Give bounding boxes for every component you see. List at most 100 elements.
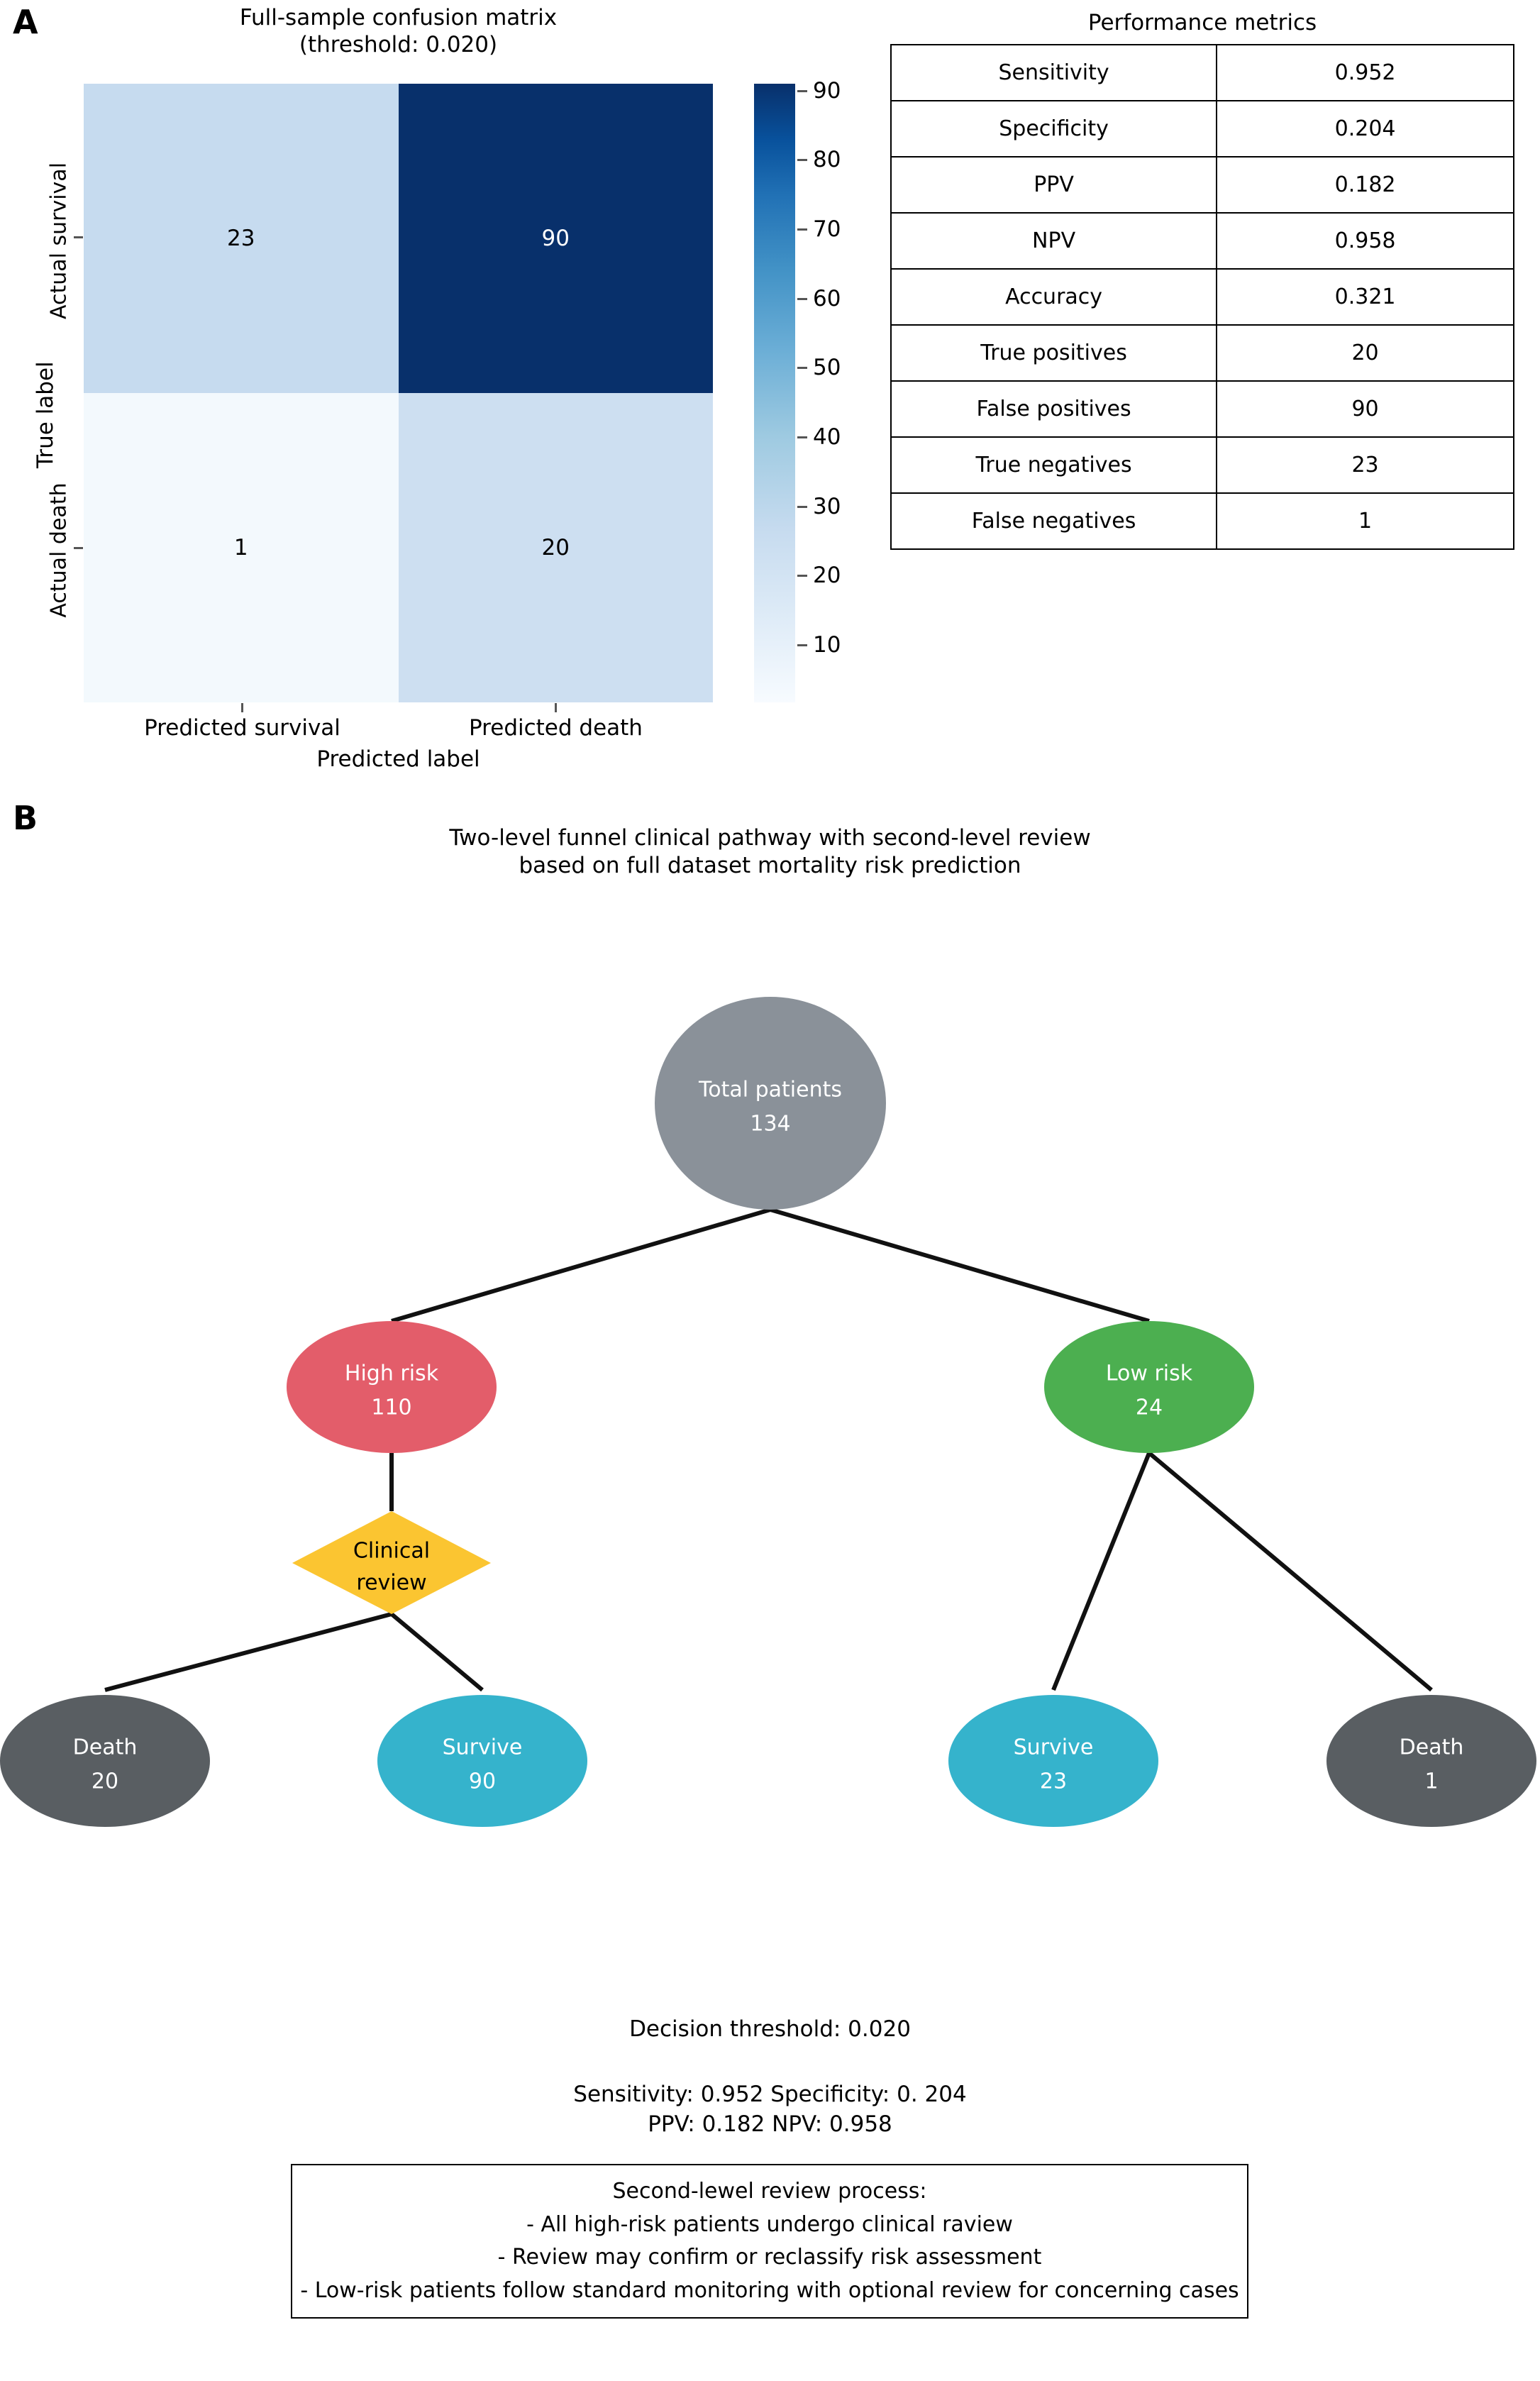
- node-total-patients-label: Total patients: [698, 1078, 842, 1103]
- flowchart-title-line1: Two-level funnel clinical pathway with s…: [449, 825, 1091, 851]
- colorbar-label-20: 20: [813, 563, 841, 588]
- metric-value: 0.952: [1216, 44, 1514, 101]
- colorbar-tick-20: [797, 575, 807, 577]
- colorbar-tick-40: [797, 436, 807, 438]
- colorbar: [754, 84, 795, 702]
- node-low-risk[interactable]: Low risk 24: [1044, 1321, 1254, 1453]
- table-row: True positives 20: [890, 324, 1514, 382]
- true-label-axis-title: True label: [33, 361, 58, 468]
- footer-metrics-line-2: PPV: 0.182 NPV: 0.958: [648, 2111, 892, 2137]
- y-tick-actual-survival: Actual survival: [46, 162, 72, 320]
- node-death-low-risk-label: Death: [1400, 1735, 1464, 1760]
- x-tick-predicted-death: Predicted death: [469, 715, 643, 741]
- node-clinical-review-shape: [292, 1511, 491, 1614]
- table-row: Sensitivity 0.952: [890, 44, 1514, 101]
- y-tick-mark-0: [74, 236, 83, 238]
- metric-name: False negatives: [890, 492, 1218, 550]
- colorbar-label-40: 40: [813, 424, 841, 450]
- colorbar-label-30: 30: [813, 494, 841, 519]
- metric-name: False positives: [890, 380, 1218, 438]
- confusion-matrix-title-line1: Full-sample confusion matrix: [239, 5, 558, 31]
- metric-value: 0.958: [1216, 212, 1514, 270]
- node-clinical-review[interactable]: Clinical review: [292, 1511, 491, 1614]
- panel-b-clinical-pathway: B Two-level funnel clinical pathway with…: [0, 773, 1540, 2381]
- performance-metrics-table: Sensitivity 0.952 Specificity 0.204 PPV …: [890, 44, 1514, 550]
- matrix-cell-fp-value: 90: [541, 226, 570, 251]
- colorbar-label-90: 90: [813, 78, 841, 104]
- metric-value: 90: [1216, 380, 1514, 438]
- footer-metrics-line-1: Sensitivity: 0.952 Specificity: 0. 204: [573, 2082, 967, 2107]
- node-clinical-review-sublabel: review: [356, 1571, 426, 1596]
- node-survive-high-risk[interactable]: Survive 90: [377, 1695, 587, 1827]
- metric-value: 20: [1216, 324, 1514, 382]
- metric-value: 0.204: [1216, 100, 1514, 158]
- node-high-risk-count: 110: [371, 1396, 411, 1420]
- panel-a-confusion-matrix: A Full-sample confusion matrix (threshol…: [0, 0, 1540, 773]
- colorbar-tick-50: [797, 367, 807, 369]
- note-line-4: - Low-risk patients follow standard moni…: [300, 2277, 1239, 2303]
- metric-name: Sensitivity: [890, 44, 1218, 101]
- note-line-1: Second-lewel review process:: [612, 2179, 927, 2204]
- metric-value: 1: [1216, 492, 1514, 550]
- node-low-risk-count: 24: [1136, 1396, 1163, 1420]
- node-death-low-risk-count: 1: [1424, 1769, 1438, 1794]
- confusion-matrix-grid: 23 90 1 20: [84, 84, 713, 702]
- node-death-high-risk[interactable]: Death 20: [0, 1695, 210, 1827]
- colorbar-tick-80: [797, 159, 807, 161]
- table-row: False negatives 1: [890, 492, 1514, 550]
- colorbar-label-80: 80: [813, 147, 841, 172]
- node-survive-low-risk-count: 23: [1040, 1769, 1067, 1794]
- matrix-cell-fp: 90: [398, 84, 713, 393]
- node-death-low-risk[interactable]: Death 1: [1326, 1695, 1536, 1827]
- metric-value: 0.321: [1216, 268, 1514, 326]
- panel-b-letter: B: [13, 799, 38, 837]
- flowchart-title: Two-level funnel clinical pathway with s…: [0, 824, 1540, 880]
- metric-name: PPV: [890, 156, 1218, 214]
- colorbar-tick-10: [797, 644, 807, 646]
- metric-name: Specificity: [890, 100, 1218, 158]
- node-high-risk-label: High risk: [345, 1361, 439, 1386]
- flowchart-title-line2: based on full dataset mortality risk pre…: [519, 853, 1021, 879]
- metric-name: Accuracy: [890, 268, 1218, 326]
- colorbar-label-70: 70: [813, 216, 841, 242]
- edge-root-to-high-risk: [391, 1208, 771, 1323]
- colorbar-label-50: 50: [813, 355, 841, 380]
- edge-low-risk-to-survive: [1051, 1452, 1151, 1691]
- node-survive-low-risk[interactable]: Survive 23: [948, 1695, 1158, 1827]
- node-death-low-risk-shape: [1326, 1695, 1536, 1827]
- x-tick-mark-0: [241, 703, 243, 712]
- confusion-matrix-title-line2: (threshold: 0.020): [299, 32, 498, 58]
- node-survive-high-risk-shape: [377, 1695, 587, 1827]
- colorbar-tick-30: [797, 506, 807, 508]
- note-line-2: - All high-risk patients undergo clinica…: [526, 2211, 1013, 2237]
- node-clinical-review-label: Clinical: [353, 1539, 430, 1564]
- colorbar-label-10: 10: [813, 632, 841, 658]
- node-death-high-risk-count: 20: [92, 1769, 118, 1794]
- matrix-cell-fn: 1: [84, 393, 399, 702]
- x-tick-mark-1: [555, 703, 557, 712]
- x-tick-predicted-survival: Predicted survival: [144, 715, 340, 741]
- node-death-high-risk-label: Death: [73, 1735, 138, 1760]
- node-total-patients-count: 134: [750, 1112, 790, 1137]
- performance-metrics-title: Performance metrics: [1087, 10, 1317, 35]
- node-low-risk-label: Low risk: [1106, 1361, 1193, 1386]
- node-total-patients[interactable]: Total patients 134: [655, 997, 886, 1210]
- matrix-cell-fn-value: 1: [233, 535, 248, 560]
- table-row: Specificity 0.204: [890, 100, 1514, 158]
- node-survive-high-risk-count: 90: [469, 1769, 496, 1794]
- node-high-risk[interactable]: High risk 110: [287, 1321, 497, 1453]
- node-high-risk-shape: [287, 1321, 497, 1453]
- edge-root-to-low-risk: [770, 1208, 1150, 1323]
- y-tick-mark-1: [74, 547, 83, 549]
- table-row: NPV 0.958: [890, 212, 1514, 270]
- node-survive-low-risk-label: Survive: [1014, 1735, 1094, 1760]
- matrix-cell-tn: 23: [84, 84, 399, 393]
- node-survive-low-risk-shape: [948, 1695, 1158, 1827]
- table-row: PPV 0.182: [890, 156, 1514, 214]
- metric-value: 23: [1216, 436, 1514, 494]
- clinical-pathway-flowchart: Total patients 134 High risk 110 Low ris…: [0, 997, 1536, 1827]
- table-row: Accuracy 0.321: [890, 268, 1514, 326]
- node-death-high-risk-shape: [0, 1695, 210, 1827]
- matrix-cell-tp-value: 20: [541, 535, 570, 560]
- edge-review-to-survive: [390, 1612, 484, 1692]
